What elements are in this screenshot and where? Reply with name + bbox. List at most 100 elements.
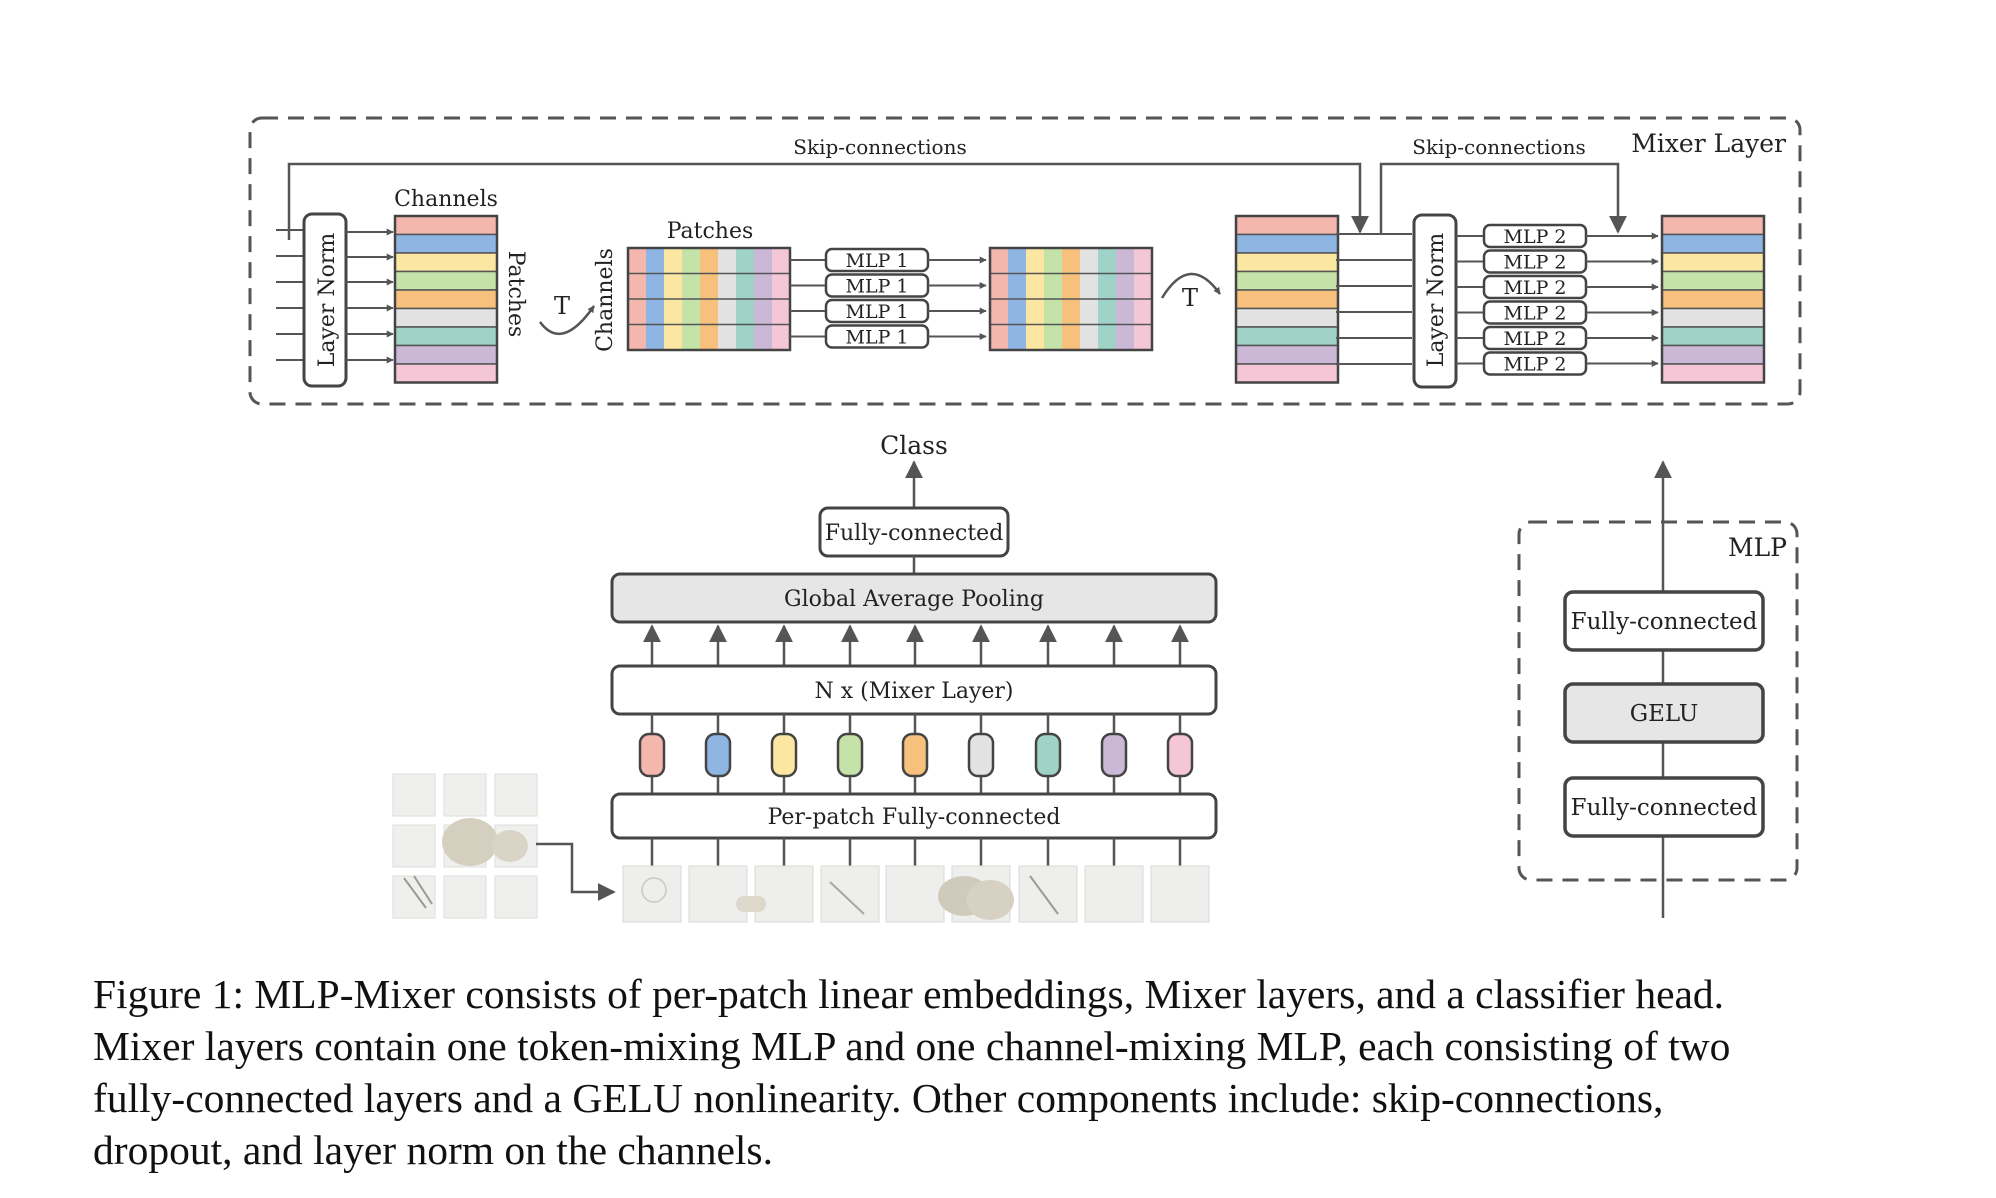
fc-head-label: Fully-connected: [825, 521, 1004, 546]
patch-token: [967, 732, 995, 778]
mlp2-label: MLP 2: [1504, 252, 1567, 274]
table-row: [1235, 344, 1339, 365]
patch-token: [1034, 732, 1062, 778]
table-row: [1235, 326, 1339, 347]
image-object-hint: [442, 818, 498, 866]
skip-label-2: Skip-connections: [1412, 135, 1585, 159]
patch-token: [836, 732, 864, 778]
patch-thumbnail: [885, 865, 945, 923]
caption-line-4: dropout, and layer norm on the channels.: [93, 1127, 773, 1173]
patch-object-hint: [1029, 875, 1059, 915]
table-row: [1661, 307, 1765, 328]
patch-thumbnail: [688, 865, 748, 923]
mlp-fc-top-box: [1563, 590, 1765, 652]
caption-line-3: fully-connected layers and a GELU nonlin…: [93, 1075, 1664, 1121]
mixer-stack-label: N x (Mixer Layer): [815, 679, 1014, 704]
table-patches-channels: [393, 214, 499, 384]
table-channels-patches: [626, 246, 792, 352]
layer-norm-2: [1412, 213, 1458, 389]
table-row: [394, 215, 498, 236]
table-row: [1235, 215, 1339, 236]
image-grid-patch: [443, 773, 487, 817]
image-to-patches-arrow: [536, 842, 616, 901]
layer-norm-2-input-lines: [1336, 233, 1412, 365]
mixer-layer-frame: [248, 116, 1802, 406]
token-mixing-mlps: MLP 1 MLP 1 MLP 1 MLP 1: [790, 247, 987, 349]
table-row: [1661, 215, 1765, 236]
skip-label-1: Skip-connections: [793, 135, 966, 159]
transpose-arrow-2: [1160, 272, 1222, 299]
patches-side-label: Patches: [503, 251, 528, 338]
patch-thumbnail: [1150, 865, 1210, 923]
table-row: [1661, 326, 1765, 347]
patch-thumbnail: [1018, 865, 1078, 923]
patch-token: [1166, 732, 1194, 778]
patch-token: [770, 732, 798, 778]
mlp1-label: MLP 1: [846, 250, 909, 272]
figure-caption: Figure 1: MLP-Mixer consists of per-patc…: [93, 968, 1963, 1176]
transpose-label-2: T: [1182, 284, 1198, 312]
mixer-layer-title: Mixer Layer: [1631, 129, 1786, 158]
table-row: [1661, 233, 1765, 254]
patch-token: [704, 732, 732, 778]
mlp2-label: MLP 2: [1504, 303, 1567, 325]
table-row: [394, 270, 498, 291]
mlp2-label: MLP 2: [1504, 354, 1567, 376]
patch-object-hint: [641, 877, 667, 903]
caption-line-1: Figure 1: MLP-Mixer consists of per-patc…: [93, 971, 1725, 1017]
patch-thumbnail: [754, 865, 814, 923]
table-border: [626, 246, 792, 352]
mlp1-label: MLP 1: [846, 276, 909, 298]
mlp2-label: MLP 2: [1504, 226, 1567, 248]
table-row: [394, 307, 498, 328]
patch-object-hint: [736, 896, 766, 912]
image-grid-patch: [494, 875, 538, 919]
image-grid-patch: [494, 773, 538, 817]
skip-connection-1: [287, 162, 1369, 240]
patches-top-label: Patches: [667, 219, 754, 244]
mlp1-label: MLP 1: [846, 301, 909, 323]
mlp-gelu-box: [1563, 682, 1765, 744]
table-row: [1661, 289, 1765, 310]
table-output: [1660, 214, 1766, 384]
patch-thumbnail: [1084, 865, 1144, 923]
table-row: [1661, 252, 1765, 273]
table-row: [1661, 344, 1765, 365]
patch-thumbnail: [820, 865, 880, 923]
gap-label: Global Average Pooling: [784, 587, 1044, 612]
image-grid-patch: [392, 773, 436, 817]
class-label: Class: [880, 431, 948, 460]
table-row: [394, 363, 498, 384]
mixer-to-gap-arrows: [643, 624, 1189, 666]
table-row: [1661, 270, 1765, 291]
layer-norm-1: [302, 212, 348, 388]
table-border: [988, 246, 1154, 352]
layer-norm-1-arrows: [346, 228, 394, 364]
table-row: [1235, 252, 1339, 273]
mlp2-label: MLP 2: [1504, 328, 1567, 350]
patch-token: [901, 732, 929, 778]
image-object-hint: [413, 875, 433, 905]
mlp-fc-bottom-box: [1563, 776, 1765, 838]
patch-token: [1100, 732, 1128, 778]
table-row: [1235, 289, 1339, 310]
image-object-hint: [492, 830, 528, 862]
mlp1-label: MLP 1: [846, 327, 909, 349]
image-grid-patch: [443, 875, 487, 919]
image-object-hint: [403, 877, 427, 909]
table-token-mixed: [988, 246, 1154, 352]
mlp-fc-top-label: Fully-connected: [1571, 609, 1758, 635]
table-row: [394, 326, 498, 347]
transpose-label-1: T: [554, 292, 570, 320]
table-row: [394, 233, 498, 254]
table-row: [1235, 233, 1339, 254]
per-patch-fc-label: Per-patch Fully-connected: [768, 805, 1061, 830]
channels-label: Channels: [394, 187, 498, 212]
table-border: [393, 214, 499, 384]
layer-norm-1-label: Layer Norm: [315, 233, 340, 368]
table-row: [1661, 363, 1765, 384]
table-row: [1235, 363, 1339, 384]
skip-connection-2: [1379, 162, 1627, 234]
